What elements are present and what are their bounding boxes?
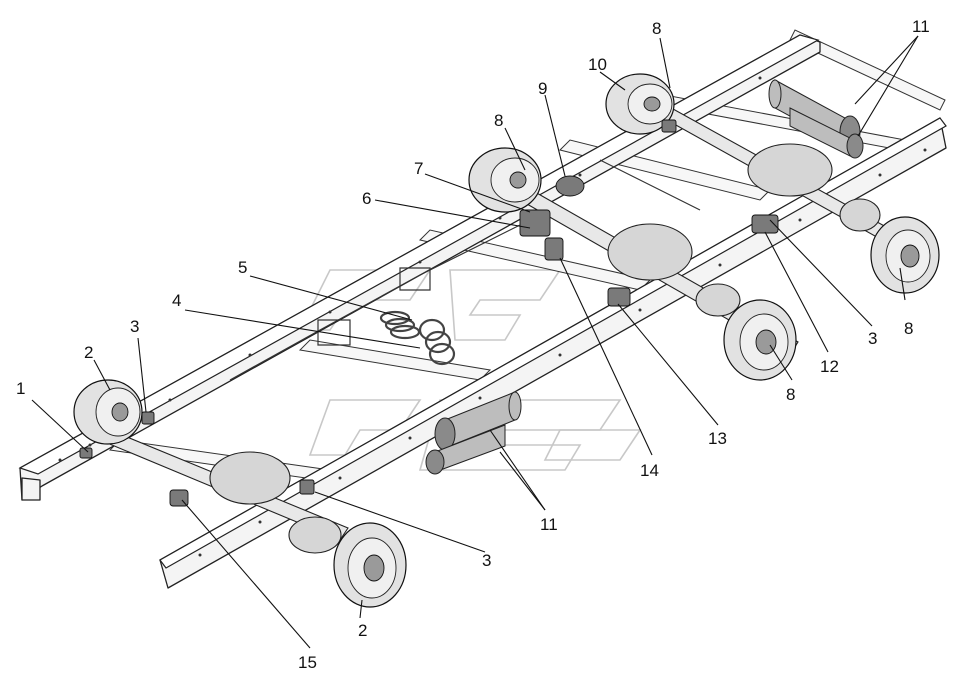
front-left-wheel-hub [73, 379, 143, 445]
callout-11-middle: 11 [540, 515, 558, 534]
callout-2-front-right: 2 [358, 621, 367, 640]
callout-2-front-left: 2 [84, 343, 93, 362]
middle-right-wheel-hub [723, 299, 797, 381]
valves [79, 119, 779, 507]
leader-lines [31, 35, 919, 649]
brackets-and-lines [229, 159, 701, 381]
callout-labels: 1 2 2 3 3 3 4 5 6 7 8 8 8 8 9 10 11 11 1… [16, 17, 930, 672]
callout-13: 13 [708, 429, 727, 448]
callout-5: 5 [238, 258, 247, 277]
rail-holes [58, 76, 927, 557]
front-right-wheel-hub [333, 522, 407, 608]
cross-members [108, 29, 946, 481]
callout-12: 12 [820, 357, 839, 376]
callout-3-front-right: 3 [482, 551, 491, 570]
callout-8-middle-right: 8 [786, 385, 795, 404]
callout-11-rear: 11 [912, 17, 930, 36]
rear-right-wheel-hub [870, 216, 940, 294]
callout-8-middle-left: 8 [494, 111, 503, 130]
callout-10: 10 [588, 55, 607, 74]
callout-1: 1 [16, 379, 25, 398]
callout-14: 14 [640, 461, 659, 480]
callout-8-rear-right: 8 [904, 319, 913, 338]
callout-15: 15 [298, 653, 317, 672]
callout-6: 6 [362, 189, 371, 208]
coiled-hoses [379, 310, 456, 366]
callout-8-rear-left: 8 [652, 19, 661, 38]
front-axle [99, 429, 349, 554]
callout-9: 9 [538, 79, 547, 98]
callout-4: 4 [172, 291, 181, 310]
callout-3-front-left: 3 [130, 317, 139, 336]
air-tanks-middle [425, 391, 522, 475]
callout-7: 7 [414, 159, 423, 178]
air-tanks-rear [768, 79, 864, 159]
callout-3-rear: 3 [868, 329, 877, 348]
